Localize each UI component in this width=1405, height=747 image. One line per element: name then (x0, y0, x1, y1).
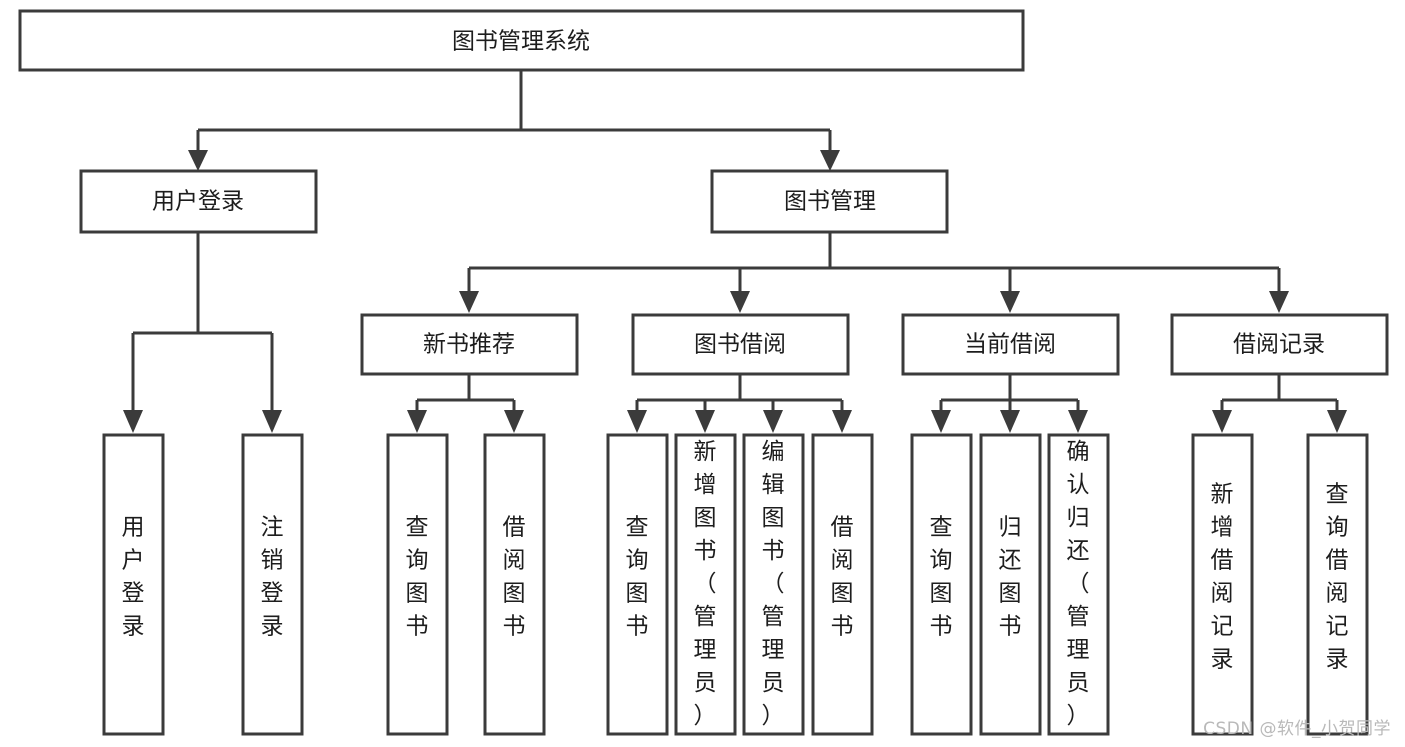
arrowhead-leaf-borrow-book-1 (504, 410, 524, 433)
arrowhead-leaf-add-book (695, 410, 715, 433)
node-leaf-borrow-book-1-label: 借阅图书 (503, 515, 526, 640)
node-root[interactable]: 图书管理系统 (18, 9, 1025, 72)
node-leaf-query-record[interactable]: 查询借阅记录 (1306, 433, 1369, 736)
arrowhead-book-borrow (730, 291, 750, 313)
node-new-book-recommend-label: 新书推荐 (423, 332, 515, 358)
node-leaf-query-book-2-box[interactable] (606, 433, 669, 736)
node-leaf-add-book-label: 新增图书（管理员） (694, 439, 717, 729)
csdn-watermark: CSDN @软件_小贺同学 (1203, 719, 1391, 739)
node-root-box[interactable] (18, 9, 1025, 72)
node-root-label: 图书管理系统 (452, 29, 590, 55)
node-leaf-borrow-book-2[interactable]: 借阅图书 (811, 433, 874, 736)
node-leaf-edit-book[interactable]: 编辑图书（管理员） (742, 433, 805, 736)
arrowhead-leaf-query-book-3 (931, 410, 951, 433)
arrowhead-leaf-return-book (1000, 410, 1020, 433)
node-leaf-query-book-3[interactable]: 查询图书 (910, 433, 973, 736)
node-book-borrow-label: 图书借阅 (694, 332, 786, 358)
arrowhead-leaf-query-book-1 (407, 410, 427, 433)
node-borrow-record-box[interactable] (1170, 313, 1389, 376)
connector-layer (123, 70, 1347, 433)
node-book-borrow[interactable]: 图书借阅 (631, 313, 850, 376)
node-leaf-user-login-label: 用户登录 (122, 515, 145, 640)
arrowhead-borrow-record (1269, 291, 1289, 313)
node-user-login-box[interactable] (79, 169, 318, 234)
node-leaf-user-login[interactable]: 用户登录 (102, 433, 165, 736)
node-leaf-edit-book-label: 编辑图书（管理员） (762, 439, 785, 729)
arrowhead-leaf-confirm-return (1068, 410, 1088, 433)
node-leaf-query-book-3-box[interactable] (910, 433, 973, 736)
node-leaf-confirm-return-label: 确认归还（管理员） (1067, 439, 1090, 729)
node-book-manage-label: 图书管理 (784, 189, 876, 215)
node-leaf-confirm-return-box[interactable] (1047, 433, 1110, 736)
node-leaf-logout-login[interactable]: 注销登录 (241, 433, 304, 736)
arrowhead-new-book-recommend (459, 291, 479, 313)
node-leaf-confirm-return[interactable]: 确认归还（管理员） (1047, 433, 1110, 736)
node-leaf-return-book[interactable]: 归还图书 (979, 433, 1042, 736)
node-leaf-return-book-box[interactable] (979, 433, 1042, 736)
arrowhead-current-borrow (1000, 291, 1020, 313)
node-leaf-query-record-label: 查询借阅记录 (1326, 482, 1349, 673)
node-leaf-query-book-3-label: 查询图书 (930, 515, 953, 640)
node-leaf-add-record[interactable]: 新增借阅记录 (1191, 433, 1254, 736)
node-leaf-borrow-book-2-box[interactable] (811, 433, 874, 736)
node-leaf-logout-login-label: 注销登录 (261, 515, 284, 640)
arrowhead-leaf-logout-login (262, 410, 282, 433)
node-leaf-add-book-box[interactable] (674, 433, 737, 736)
node-leaf-query-book-1-box[interactable] (386, 433, 449, 736)
arrowhead-leaf-user-login (123, 410, 143, 433)
node-leaf-query-book-1-label: 查询图书 (406, 515, 429, 640)
node-leaf-user-login-box[interactable] (102, 433, 165, 736)
node-current-borrow-box[interactable] (901, 313, 1120, 376)
node-borrow-record-label: 借阅记录 (1233, 332, 1325, 358)
node-leaf-query-book-2[interactable]: 查询图书 (606, 433, 669, 736)
node-current-borrow[interactable]: 当前借阅 (901, 313, 1120, 376)
node-leaf-query-book-1[interactable]: 查询图书 (386, 433, 449, 736)
node-leaf-logout-login-box[interactable] (241, 433, 304, 736)
node-leaf-add-book[interactable]: 新增图书（管理员） (674, 433, 737, 736)
node-leaf-add-record-box[interactable] (1191, 433, 1254, 736)
node-user-login[interactable]: 用户登录 (79, 169, 318, 234)
node-leaf-edit-book-box[interactable] (742, 433, 805, 736)
arrowhead-leaf-edit-book (763, 410, 783, 433)
node-book-manage[interactable]: 图书管理 (710, 169, 949, 234)
arrowhead-leaf-borrow-book-2 (832, 410, 852, 433)
node-leaf-borrow-book-2-label: 借阅图书 (831, 515, 854, 640)
node-leaf-borrow-book-1-box[interactable] (483, 433, 546, 736)
node-new-book-recommend[interactable]: 新书推荐 (360, 313, 579, 376)
node-leaf-query-book-2-label: 查询图书 (626, 515, 649, 640)
node-user-login-label: 用户登录 (152, 189, 244, 215)
node-book-manage-box[interactable] (710, 169, 949, 234)
node-book-borrow-box[interactable] (631, 313, 850, 376)
arrowhead-leaf-query-book-2 (627, 410, 647, 433)
arrowhead-user-login (188, 150, 208, 171)
node-new-book-recommend-box[interactable] (360, 313, 579, 376)
arrowhead-leaf-query-record (1327, 410, 1347, 433)
node-current-borrow-label: 当前借阅 (964, 332, 1056, 358)
node-leaf-borrow-book-1[interactable]: 借阅图书 (483, 433, 546, 736)
node-leaf-add-record-label: 新增借阅记录 (1211, 482, 1234, 673)
node-leaf-return-book-label: 归还图书 (999, 515, 1022, 640)
node-leaf-query-record-box[interactable] (1306, 433, 1369, 736)
node-borrow-record[interactable]: 借阅记录 (1170, 313, 1389, 376)
arrowhead-book-manage (820, 150, 840, 171)
arrowhead-leaf-add-record (1212, 410, 1232, 433)
